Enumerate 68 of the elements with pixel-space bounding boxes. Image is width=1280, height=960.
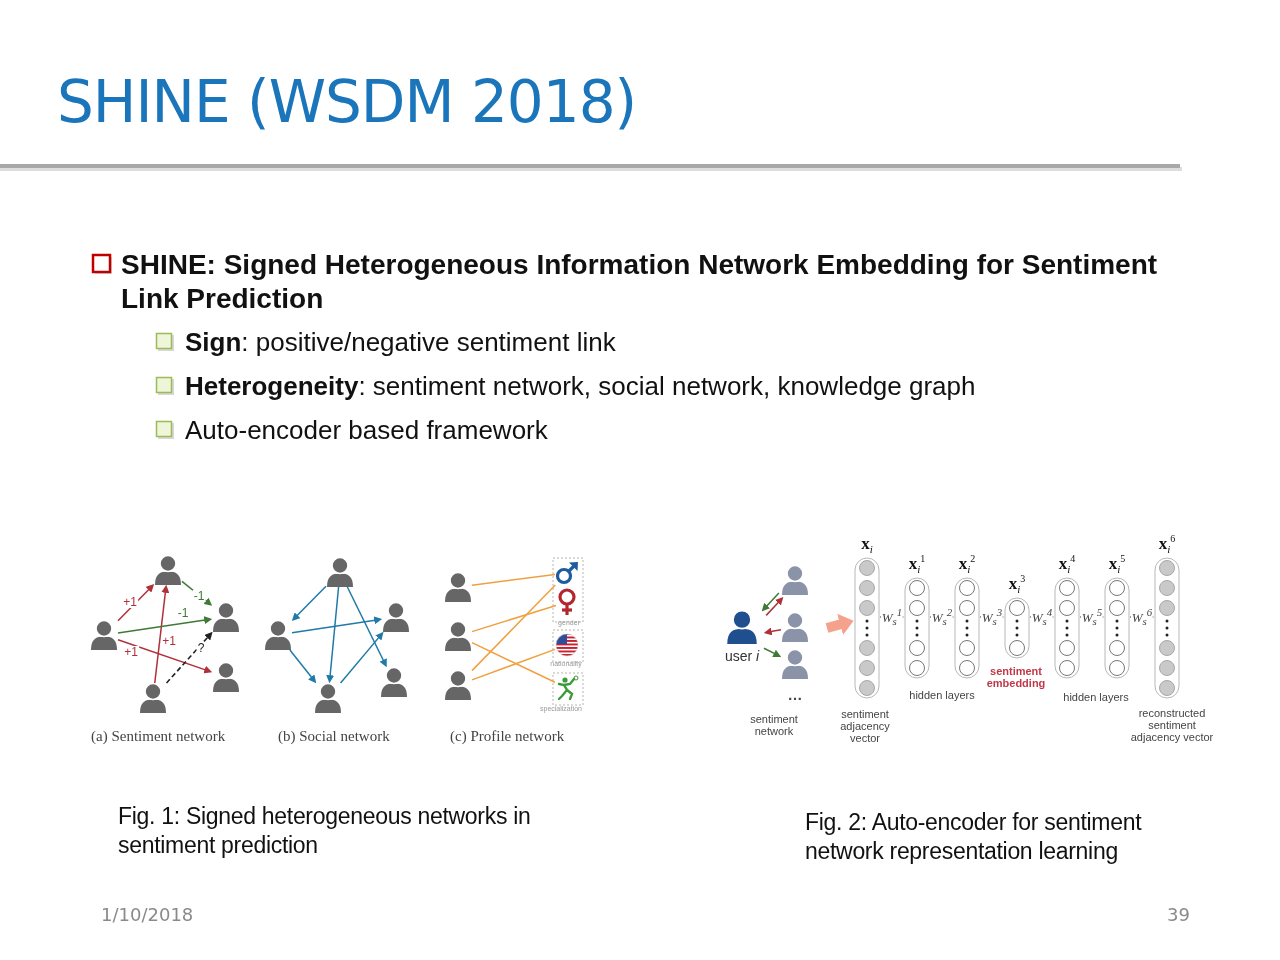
edge-label: +1 <box>122 596 138 608</box>
arrow <box>339 631 384 684</box>
panel-caption: (a) Sentiment network <box>91 727 227 745</box>
layer-caption: reconstructed sentiment adjacency vector <box>1129 707 1215 743</box>
arrow <box>291 616 383 634</box>
arrow <box>326 586 340 684</box>
arrow <box>117 584 155 622</box>
bullet-text: Heterogeneity: sentiment network, social network, knowledge graph <box>185 371 977 403</box>
female-symbol-icon <box>556 588 578 616</box>
person-icon <box>90 620 118 650</box>
person-icon <box>264 620 292 650</box>
layer-caption: sentiment adjacency vector <box>839 708 891 744</box>
person-icon <box>380 667 408 697</box>
bullet-text: Auto-encoder based framework <box>185 415 549 447</box>
slide-title: SHINE (WSDM 2018) <box>57 68 637 136</box>
figure-caption: Fig. 1: Signed heterogeneous networks in sentiment prediction <box>118 802 532 860</box>
edge-label: +1 <box>123 646 139 658</box>
bullet-text: Sign: positive/negative sentiment link <box>185 327 617 359</box>
arrow <box>117 616 213 634</box>
arrow <box>291 585 327 621</box>
connector-line <box>471 584 557 672</box>
layer-heading: x$_{i}$ <box>860 535 874 553</box>
arrow <box>117 639 213 674</box>
person-icon <box>139 683 167 713</box>
arrow <box>765 596 784 617</box>
embedding-caption: sentiment embedding <box>985 665 1047 689</box>
arrow <box>346 586 387 668</box>
connector-line <box>471 648 556 681</box>
edge-label: +1 <box>161 635 177 647</box>
person-icon <box>382 602 410 632</box>
male-symbol-icon <box>555 561 579 585</box>
edge-label: -1 <box>192 590 206 602</box>
person-icon <box>781 612 809 642</box>
panel-caption: (c) Profile network <box>450 727 566 745</box>
connector-line <box>471 604 557 633</box>
person-icon <box>444 572 472 602</box>
person-icon <box>781 649 809 679</box>
connector-line <box>471 641 556 684</box>
person-icon <box>314 683 342 713</box>
connector-line <box>471 573 556 586</box>
arrow <box>181 580 213 606</box>
edge-label: -1 <box>176 607 190 619</box>
arrow <box>763 627 782 636</box>
layer-caption: hidden layers <box>908 689 976 703</box>
panel-caption: sentiment network <box>749 713 799 737</box>
page-number: 39 <box>1166 904 1190 926</box>
person-icon <box>154 555 182 585</box>
person-icon <box>212 662 240 692</box>
person-icon <box>212 602 240 632</box>
arrow <box>761 592 780 612</box>
person-icon <box>781 565 809 595</box>
layer-caption: hidden layers <box>1062 691 1130 705</box>
edge-label: ? <box>196 642 206 654</box>
arrow <box>289 649 317 684</box>
panel-caption: (b) Social network <box>278 727 391 745</box>
flag-icon <box>555 633 579 657</box>
person-icon <box>326 557 354 587</box>
ellipsis-mark: … <box>786 686 804 704</box>
arrow <box>825 617 854 633</box>
figure-caption: Fig. 2: Auto-encoder for sentiment network representation learning <box>805 808 1143 866</box>
person-icon <box>444 621 472 651</box>
arrow <box>763 647 782 657</box>
arrow <box>154 584 170 684</box>
user-label: user i <box>723 648 761 664</box>
arrow <box>165 631 213 684</box>
slide-date: 1/10/2018 <box>101 904 195 926</box>
bullet-text: SHINE: Signed Heterogeneous Information Network Embedding for Sentiment Link Prediction <box>121 248 1159 316</box>
person-icon <box>444 670 472 700</box>
